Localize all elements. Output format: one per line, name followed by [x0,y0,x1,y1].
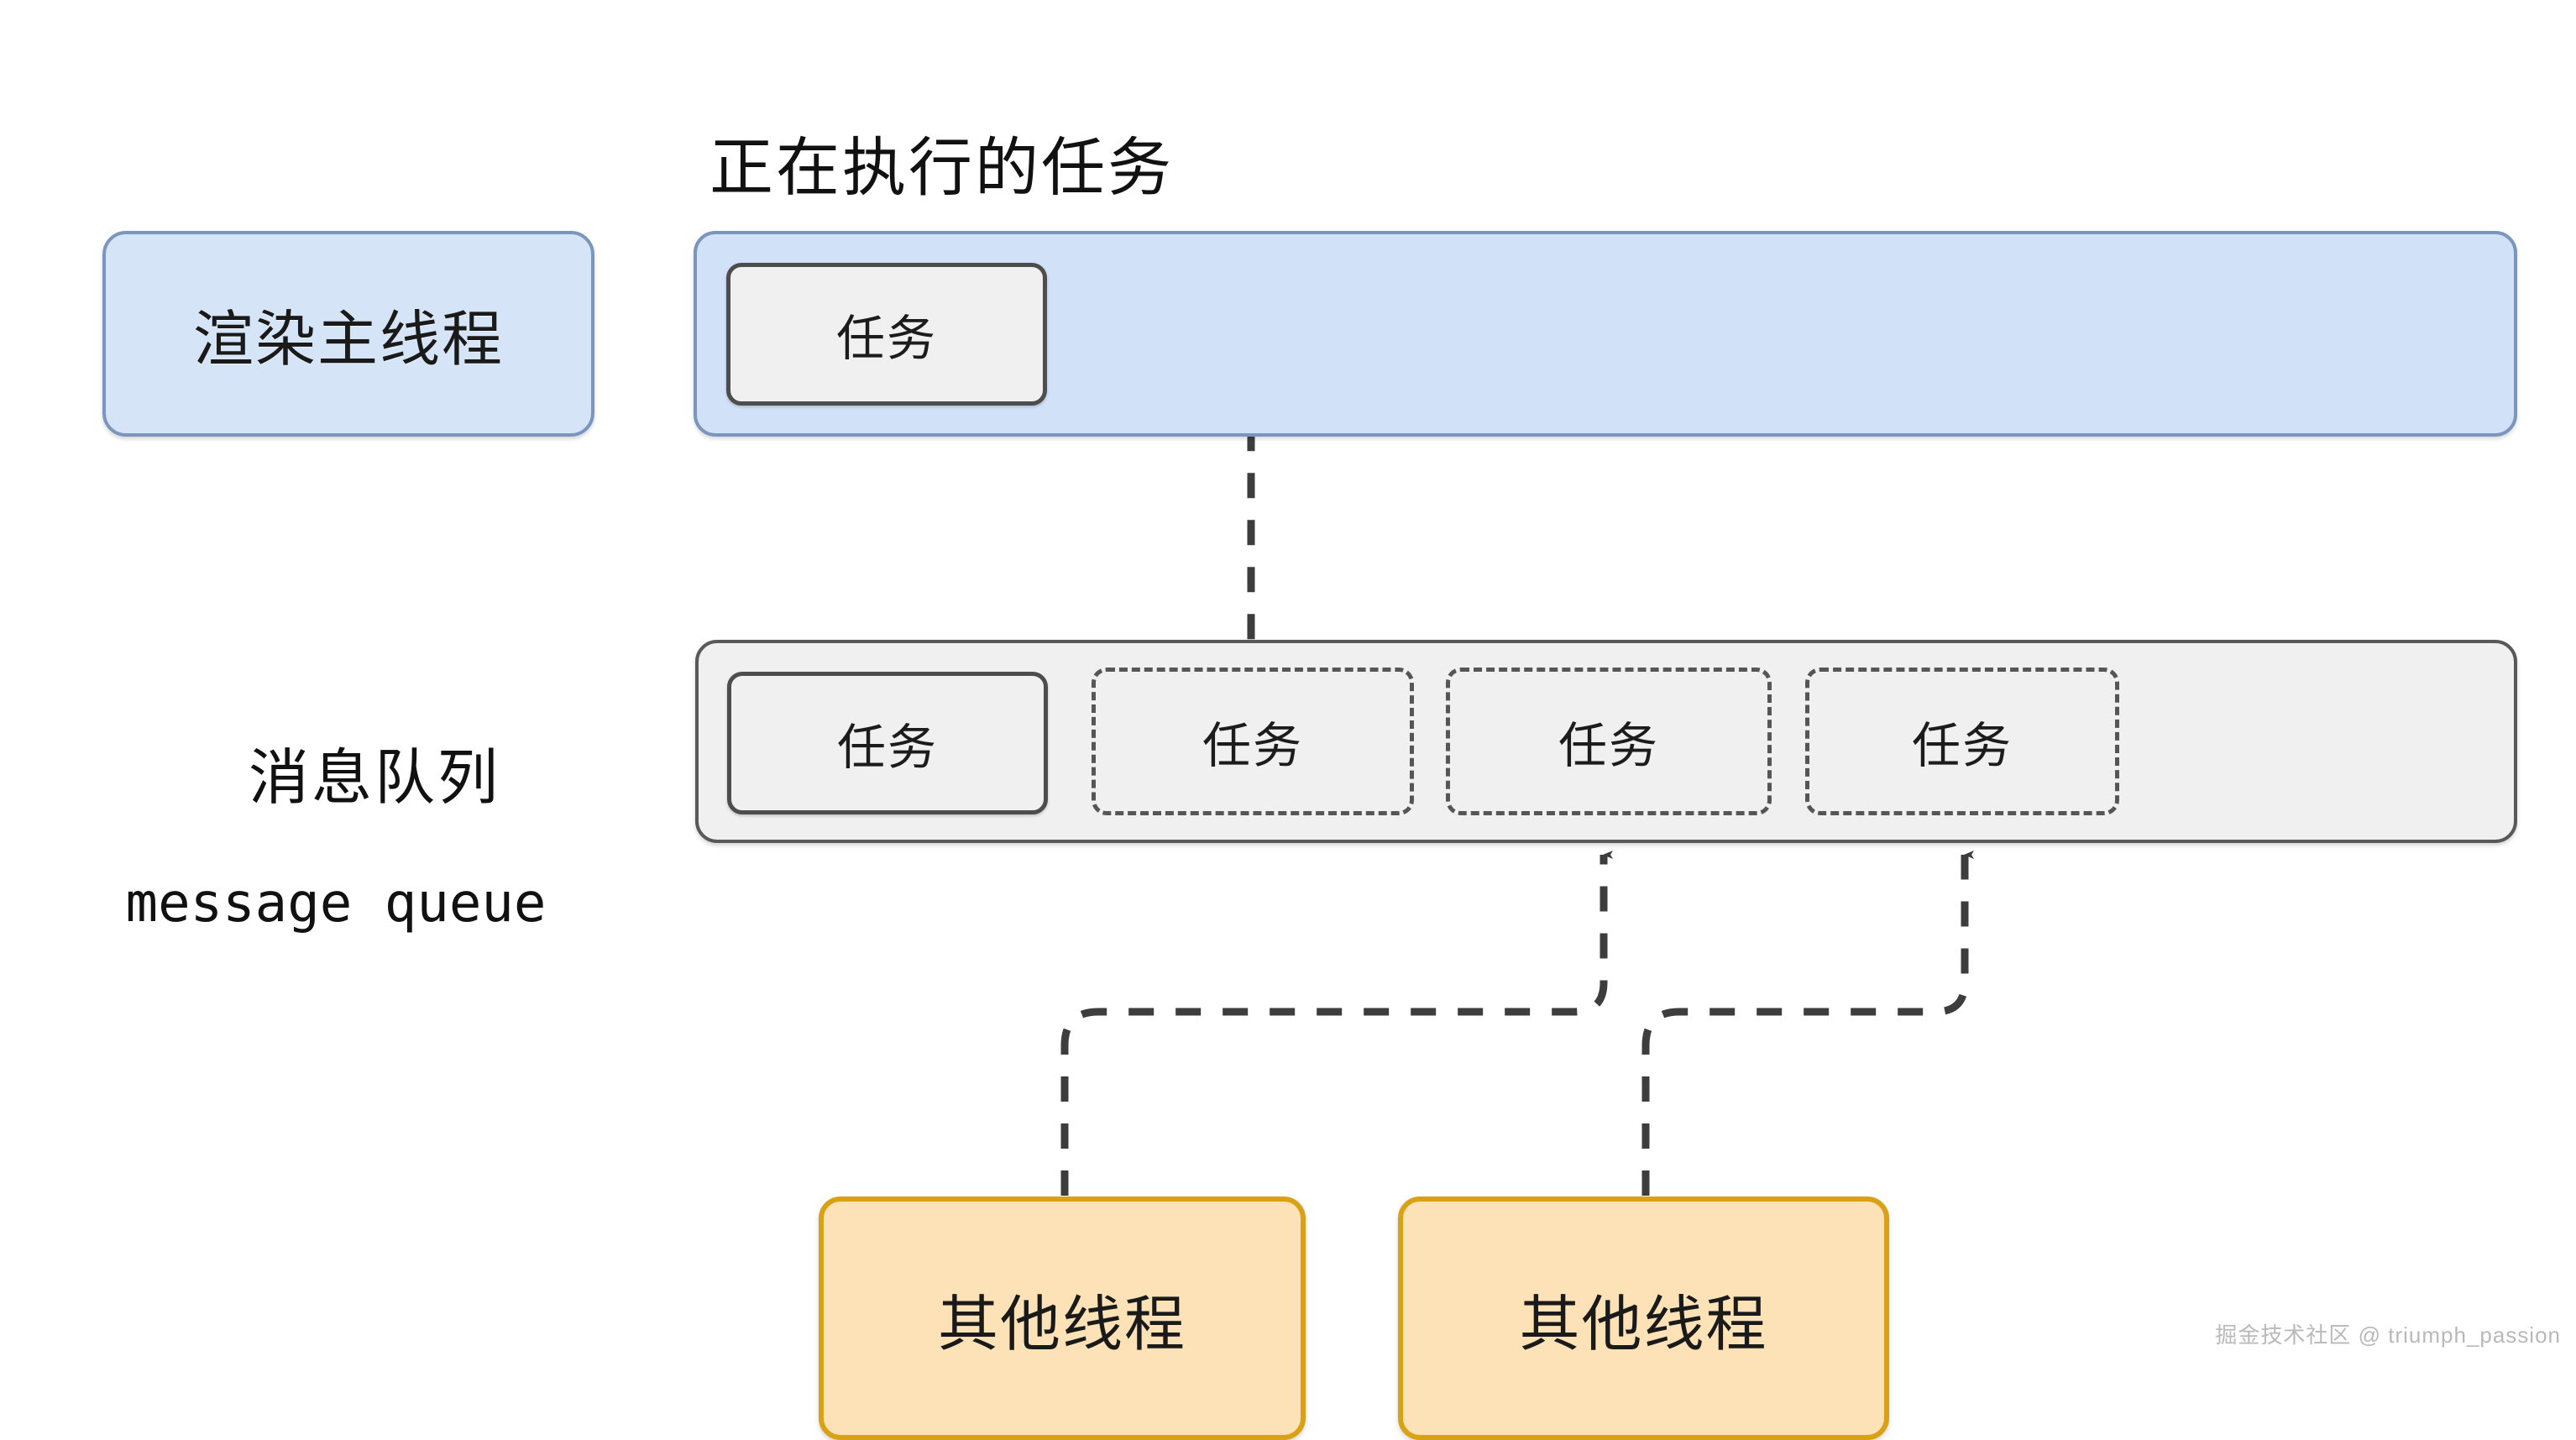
main-thread-task[interactable]: 任务 [726,263,1047,406]
other-thread-1-label: 其他线程 [937,1291,1186,1359]
other-thread-2[interactable]: 其他线程 [1398,1197,1889,1440]
connector-thread2-to-queue [1641,851,1974,1196]
queue-task-1[interactable]: 任务 [727,672,1048,814]
queue-task-4[interactable]: 任务 [1805,668,2119,815]
message-queue-label-cn: 消息队列 [249,745,501,813]
queue-task-2-label: 任务 [1202,719,1303,773]
queue-task-3[interactable]: 任务 [1446,668,1772,815]
message-queue-label-en: message queue [125,872,547,935]
queue-task-4-label: 任务 [1911,719,2013,773]
queue-task-3-label: 任务 [1558,719,1659,773]
queue-task-2[interactable]: 任务 [1092,668,1414,815]
main-thread-task-label: 任务 [835,312,937,366]
watermark: 掘金技术社区 @ triumph_passion [2215,1322,2561,1348]
render-main-thread-box[interactable]: 渲染主线程 [102,231,594,437]
queue-task-1-label: 任务 [836,720,938,775]
render-main-thread-label: 渲染主线程 [192,306,504,374]
connector-thread1-to-queue [1060,851,1613,1196]
other-thread-2-label: 其他线程 [1519,1291,1768,1359]
message-queue-label: 消息队列 message queue [0,687,672,1055]
other-thread-1[interactable]: 其他线程 [819,1197,1306,1440]
running-task-title: 正在执行的任务 [709,133,1174,204]
diagram-canvas: 正在执行的任务 渲染主线程 任务 消息队列 message queue 任务 任… [0,133,2561,1440]
